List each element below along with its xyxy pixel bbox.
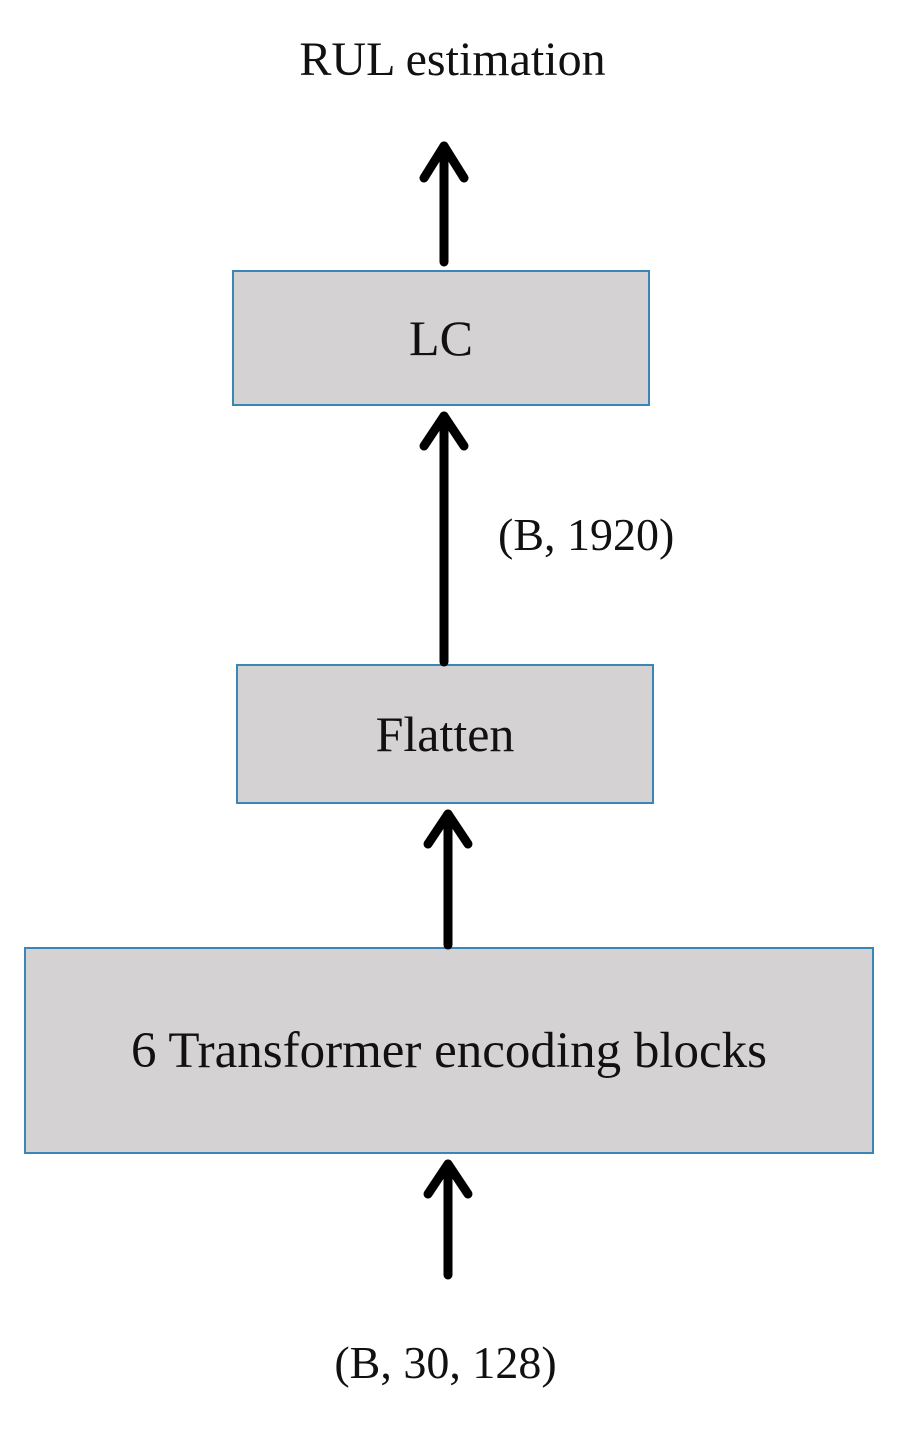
arrow-lc-to-output <box>419 141 469 267</box>
flatten-block-label: Flatten <box>375 706 515 762</box>
output-label: RUL estimation <box>299 33 606 86</box>
transformer-block: 6 Transformer encoding blocks <box>24 947 874 1154</box>
flatten-output-dimension: (B, 1920) <box>498 509 675 560</box>
arrow-flatten-to-lc <box>419 411 469 667</box>
arrow-input-to-transformer <box>423 1159 473 1280</box>
input-dimension: (B, 30, 128) <box>334 1337 557 1388</box>
arrow-transformer-to-flatten <box>423 809 473 950</box>
lc-block-label: LC <box>409 310 473 366</box>
lc-block: LC <box>232 270 650 406</box>
transformer-block-label: 6 Transformer encoding blocks <box>130 1022 767 1079</box>
